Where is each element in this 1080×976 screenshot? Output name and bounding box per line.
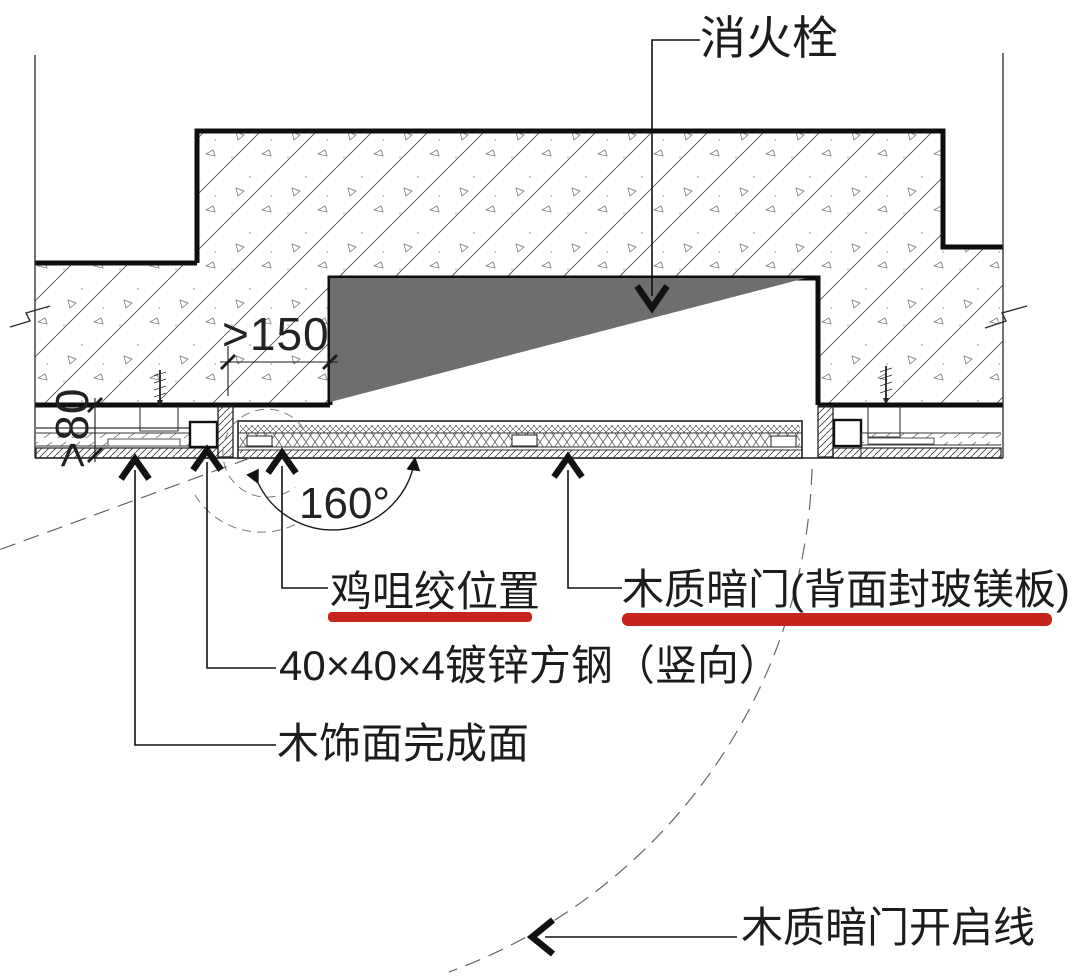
dimension-150-label: >150 [222,308,330,360]
fire-hydrant-label: 消火栓 [700,12,838,64]
wood-blocking-strip-left [217,405,234,458]
wood-door-label: 木质暗门(背面封玻镁板) [622,566,1070,613]
steel-tube-section-right [832,418,863,448]
dimension-80 [87,397,103,463]
concrete-wall [9,53,1028,458]
hanger-bracket-right [867,406,901,438]
break-mark-right [984,305,1028,329]
hinge-swing-arc-large [194,494,301,533]
fire-hydrant-cabinet [330,278,806,402]
steel-tube-label: 40×40×4镀锌方钢（竖向） [279,642,781,689]
left-finish-assembly [35,370,234,459]
leader-hinge-position [281,466,328,589]
leader-lines [118,39,737,957]
door-open-line-label: 木质暗门开启线 [741,904,1036,951]
hinge-block-center [511,434,538,447]
leader-steel-tube [206,462,276,669]
arrow-down-fire-hydrant [634,284,670,314]
door-swing-lines [0,408,813,973]
hinge-block-right [770,435,797,448]
wood-base-board-right [832,447,1002,459]
arrow-up-hinge-position [265,447,299,475]
right-finish-assembly [817,366,1002,459]
hinge-block-left [246,435,273,447]
leader-veneer-face [134,470,276,746]
hinge-position-label: 鸡咀绞位置 [330,568,541,615]
angle-160-label: 160° [299,479,391,528]
concrete-hatch-fill [35,131,1003,405]
angle-160-arc [246,456,421,531]
dimension-80-label: >80 [46,387,98,469]
arrow-up-veneer-face [118,453,152,481]
steel-tube-section-left [188,420,219,449]
hinge-swing-arc-small [222,408,304,498]
door-open-position-line [0,457,251,551]
leader-wood-door [567,470,622,589]
hanger-bracket-left [139,406,179,432]
arrow-up-wood-door [551,451,585,479]
veneer-face-label: 木饰面完成面 [277,720,530,767]
wood-blocking-strip-right [817,405,834,458]
arrow-left-door-open-line [526,917,556,957]
arrow-up-steel-tube [190,444,224,472]
anchor-bolt-left [153,370,167,407]
red-underline-door [622,613,1052,626]
dimension-150 [220,346,338,396]
wood-door-panel [237,420,803,459]
red-underline-hinge [328,612,532,622]
leader-fire-hydrant [651,39,700,296]
break-mark-left [9,305,51,328]
anchor-bolt-right [879,366,893,405]
